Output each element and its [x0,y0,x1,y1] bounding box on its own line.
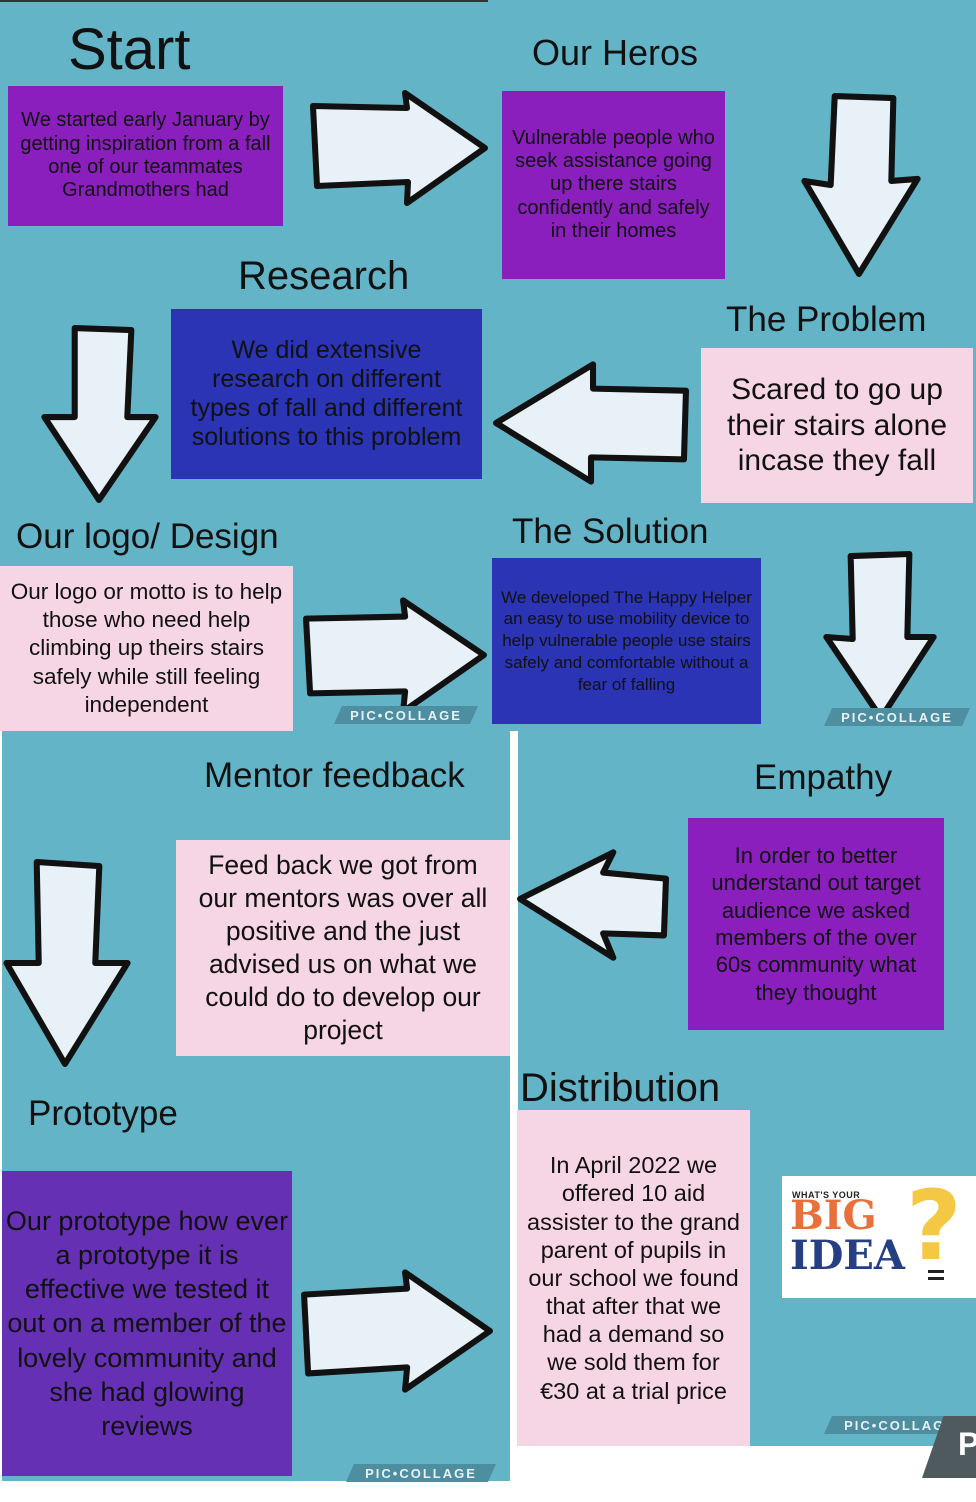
empathy-text: In order to better understand out target… [688,818,944,1030]
arrow-right-icon [303,597,487,715]
arrow-right-icon [310,90,488,206]
pic-collage-watermark: PIC•COLLAGE [346,1464,496,1482]
big-idea-logo: WHAT'S YOUR BIG IDEA ? [782,1176,976,1298]
arrow-down-icon [3,859,131,1067]
logo-idea-text: IDEA [790,1232,905,1279]
problem-text: Scared to go up their stairs alone incas… [701,348,973,503]
logo-big-text: BIG [790,1192,877,1239]
heroes-heading: Our Heros [532,32,699,73]
research-text: We did extensive research on different t… [171,309,482,479]
solution-text: We developed The Happy Helper an easy to… [492,558,761,724]
prototype-text: Our prototype how ever a prototype it is… [2,1171,292,1476]
arrow-right-icon [301,1269,493,1393]
question-mark-icon: ? [906,1170,962,1282]
problem-heading: The Problem [726,300,927,339]
arrow-down-icon [41,325,159,503]
heroes-text: Vulnerable people who seek assistance go… [502,91,725,279]
solution-heading: The Solution [512,512,709,551]
logo-design-heading: Our logo/ Design [16,517,279,556]
start-text: We started early January by getting insp… [8,86,283,226]
logo-small-text: WHAT'S YOUR [792,1190,861,1200]
arrow-left-icon [517,849,670,961]
logo-lines-icon [928,1270,944,1280]
mentor-text: Feed back we got from our mentors was ov… [176,840,510,1056]
pic-collage-watermark: PIC•COLLAGE [824,708,970,726]
start-heading: Start [68,17,191,82]
arrow-down-icon [801,93,921,277]
corner-badge-letter: P [958,1426,976,1462]
prototype-heading: Prototype [28,1094,178,1133]
mentor-heading: Mentor feedback [204,756,465,795]
distribution-heading: Distribution [520,1066,721,1110]
arrow-down-icon [823,550,937,721]
top-edge-line [0,0,488,2]
arrow-left-icon [493,361,690,485]
empathy-heading: Empathy [754,758,893,797]
distribution-text: In April 2022 we offered 10 aid assister… [517,1110,750,1446]
logo-design-text: Our logo or motto is to help those who n… [0,566,293,731]
research-heading: Research [238,254,410,298]
pic-collage-watermark: PIC•COLLAGE [824,1416,976,1434]
pic-collage-watermark: PIC•COLLAGE [334,706,478,724]
